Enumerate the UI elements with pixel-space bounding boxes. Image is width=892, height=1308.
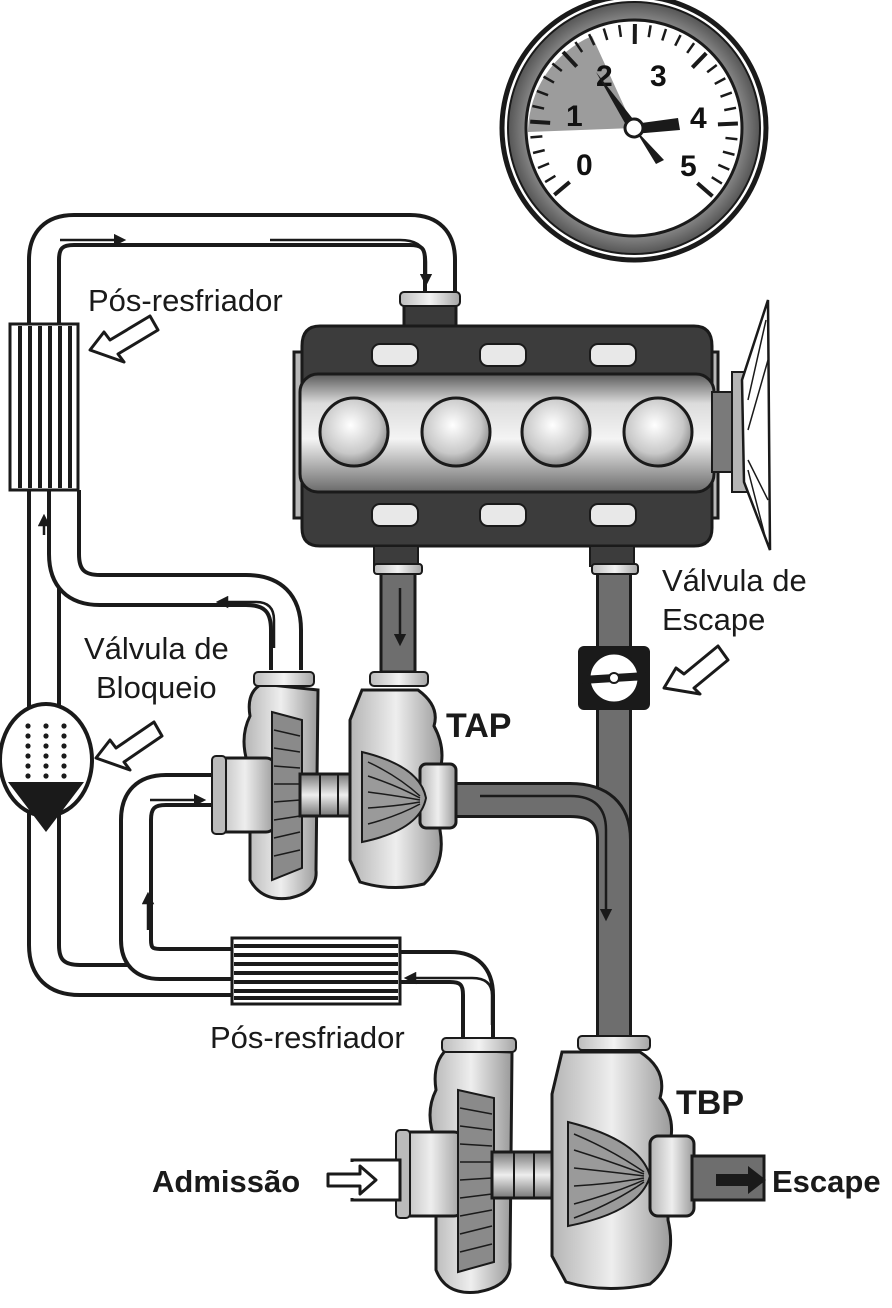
label-blocking-valve-line1: Válvula de xyxy=(84,631,229,666)
gauge-tick xyxy=(706,63,718,74)
callout-arrow-blocking-valve xyxy=(94,720,164,772)
label-exhaust: Escape xyxy=(772,1164,881,1199)
label-exhaust-valve-line1: Válvula de xyxy=(662,563,807,598)
gauge-tick xyxy=(717,121,738,127)
aftercooler-top xyxy=(8,322,80,492)
air-flow-arrows xyxy=(37,233,494,1025)
gauge-number-2: 2 xyxy=(596,60,613,93)
gauge-needle-short xyxy=(634,118,680,134)
gauge-tick xyxy=(542,75,555,84)
gauge-number-1: 1 xyxy=(566,100,583,133)
gauge-tick xyxy=(714,77,726,86)
label-aftercooler-top: Pós-resfriador xyxy=(88,283,283,318)
blocking-valve xyxy=(0,702,94,832)
gauge-tick xyxy=(537,162,550,170)
gauge-tick xyxy=(530,119,551,125)
gauge-tick xyxy=(532,104,545,110)
gauge-ticks xyxy=(530,23,738,198)
label-intake: Admissão xyxy=(152,1164,300,1199)
gauge-tick xyxy=(690,51,708,69)
gauge-tick xyxy=(696,181,714,198)
label-blocking-valve-line2: Bloqueio xyxy=(96,670,217,705)
gauge-number-5: 5 xyxy=(680,150,697,183)
callout-arrow-intake xyxy=(326,1164,378,1196)
label-tap: TAP xyxy=(446,707,511,745)
gauge-number-0: 0 xyxy=(576,149,593,182)
label-exhaust-valve-line2: Escape xyxy=(662,602,765,637)
gauge-tick xyxy=(587,33,596,46)
exhaust-pipes xyxy=(373,563,639,1040)
exhaust-valve xyxy=(578,646,650,710)
gauge-tick xyxy=(561,50,579,68)
gauge-tick xyxy=(720,91,733,98)
label-tbp: TBP xyxy=(676,1084,744,1122)
gauge-tick xyxy=(553,180,571,197)
callout-arrow-aftercooler xyxy=(88,314,160,364)
callout-arrows xyxy=(88,314,730,1196)
gauge-tick xyxy=(724,106,737,112)
gauge-tick xyxy=(686,42,696,54)
gauge-tick xyxy=(544,174,557,184)
escape-arrow xyxy=(716,1166,766,1194)
gauge-tick xyxy=(674,34,682,47)
gauge-tick xyxy=(617,24,623,38)
gauge-tick xyxy=(530,135,543,139)
gauge-tick xyxy=(574,41,584,53)
gauge-tick xyxy=(725,136,738,141)
gauge-tick xyxy=(661,28,668,41)
gauge-tick xyxy=(536,89,549,97)
gauge-tick xyxy=(711,176,723,185)
gauge-tick xyxy=(717,163,730,171)
gauge-needle-long-tail xyxy=(634,128,664,164)
callout-arrow-exhaust-valve xyxy=(662,644,730,696)
gauge-tick xyxy=(722,150,735,156)
gauge-tick xyxy=(532,148,545,155)
gauge-tick xyxy=(551,62,563,72)
gauge-number-3: 3 xyxy=(650,60,667,93)
aftercooler-bottom xyxy=(230,936,402,1006)
gauge-tick xyxy=(602,28,609,41)
boost-gauge: 0 1 2 3 4 5 xyxy=(499,0,769,263)
exhaust-flow-arrows xyxy=(393,588,613,922)
turbo-high-pressure xyxy=(211,671,458,901)
gauge-number-4: 4 xyxy=(690,102,707,135)
gauge-needle-long xyxy=(596,72,640,132)
gauge-shaded-zone xyxy=(528,36,634,132)
label-aftercooler-bottom: Pós-resfriador xyxy=(210,1020,405,1055)
gauge-tick xyxy=(647,25,652,38)
engine xyxy=(292,291,772,567)
turbo-low-pressure xyxy=(395,1035,766,1295)
